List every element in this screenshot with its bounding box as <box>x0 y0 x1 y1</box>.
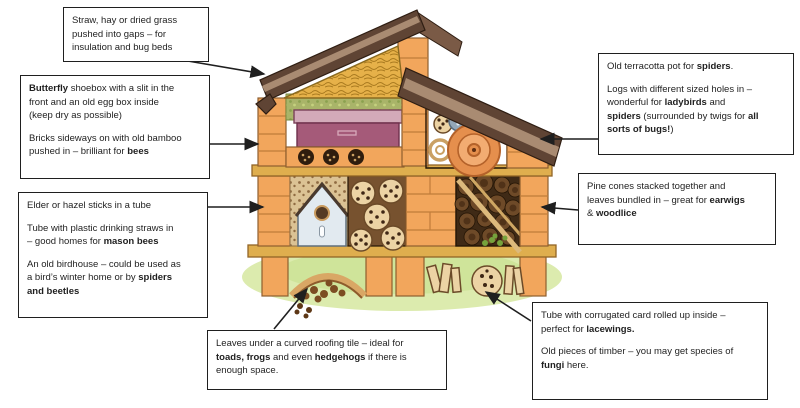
callout-line: Pine cones stacked together and <box>587 181 726 192</box>
callout-line: leaves bundled in – great for earwigs <box>587 194 745 206</box>
callout-line: (keep dry as possible) <box>29 110 122 121</box>
callout-line: & woodlice <box>587 208 637 219</box>
callout-gap <box>27 213 199 222</box>
drilled-logs <box>347 175 407 252</box>
callout-pine-cones: Pine cones stacked together and leaves bu… <box>578 173 776 245</box>
callout-line: insulation and bug beds <box>72 42 173 53</box>
callout-line: spiders (surrounded by twigs for all <box>607 110 759 122</box>
pine-cones-panel <box>454 173 525 254</box>
lower-level <box>257 173 549 254</box>
callout-line: An old birdhouse – could be used as <box>27 258 181 270</box>
arrow-tile-leaves <box>273 287 309 330</box>
callout-gap <box>29 123 201 132</box>
roof-right-slope <box>397 67 563 167</box>
callout-line: wonderful for ladybirds and <box>607 97 726 108</box>
callout-line: sorts of bugs!) <box>607 124 674 135</box>
arrow-pine-cones <box>540 201 579 215</box>
roof-left-slope <box>255 9 463 115</box>
callout-line: Tube with plastic drinking straws in <box>27 222 174 234</box>
arrow-straw <box>181 59 266 79</box>
callout-line: a bird’s winter home or by spiders <box>27 272 173 283</box>
callout-line: Logs with different sized holes in – <box>607 83 753 95</box>
birdhouse <box>294 181 350 247</box>
callout-lacewings-timber: Tube with corrugated card rolled up insi… <box>532 302 768 400</box>
callout-line: Leaves under a curved roofing tile – ide… <box>216 338 404 349</box>
callout-line: perfect for lacewings. <box>541 323 635 335</box>
callout-line: Old terracotta pot for spiders. <box>607 61 734 72</box>
callout-line: pushed into gaps – for <box>72 28 167 40</box>
bamboo-bricks <box>285 146 405 168</box>
callout-line: front and an old egg box inside <box>29 96 159 108</box>
ground-row <box>261 255 547 319</box>
callout-line: enough space. <box>216 365 279 376</box>
callout-line: Old pieces of timber – you may get speci… <box>541 346 734 357</box>
butterfly-shoebox <box>293 109 403 148</box>
arrow-lacewings-timber <box>484 291 532 322</box>
callout-line: – good homes for mason bees <box>27 236 159 247</box>
callout-tile-leaves: Leaves under a curved roofing tile – ide… <box>207 330 447 390</box>
callout-line: Butterfly shoebox with a slit in the <box>29 83 175 94</box>
callout-line: Bricks sideways on with old bamboo <box>29 132 182 144</box>
callout-line: Tube with corrugated card rolled up insi… <box>541 310 726 321</box>
drilled-log-end <box>471 265 503 297</box>
callout-straw-hay: Straw, hay or dried grass pushed into gap… <box>63 7 209 62</box>
callout-gap <box>541 336 759 345</box>
callout-line: Straw, hay or dried grass <box>72 15 178 26</box>
callout-terracotta-logs: Old terracotta pot for spiders. Logs with… <box>598 53 794 155</box>
callout-gap <box>27 249 199 258</box>
callout-line: Elder or hazel sticks in a tube <box>27 200 152 211</box>
callout-butterfly-shoebox: Butterfly shoebox with a slit in the fron… <box>20 75 210 179</box>
timber-pieces <box>425 262 525 296</box>
callout-gap <box>607 74 785 83</box>
callout-line: pushed in – brilliant for bees <box>29 146 149 157</box>
callout-line: fungi here. <box>541 359 589 371</box>
callout-line: toads, frogs and even hedgehogs if there… <box>216 351 407 363</box>
callout-line: and beetles <box>27 285 80 297</box>
arrows <box>181 59 598 330</box>
